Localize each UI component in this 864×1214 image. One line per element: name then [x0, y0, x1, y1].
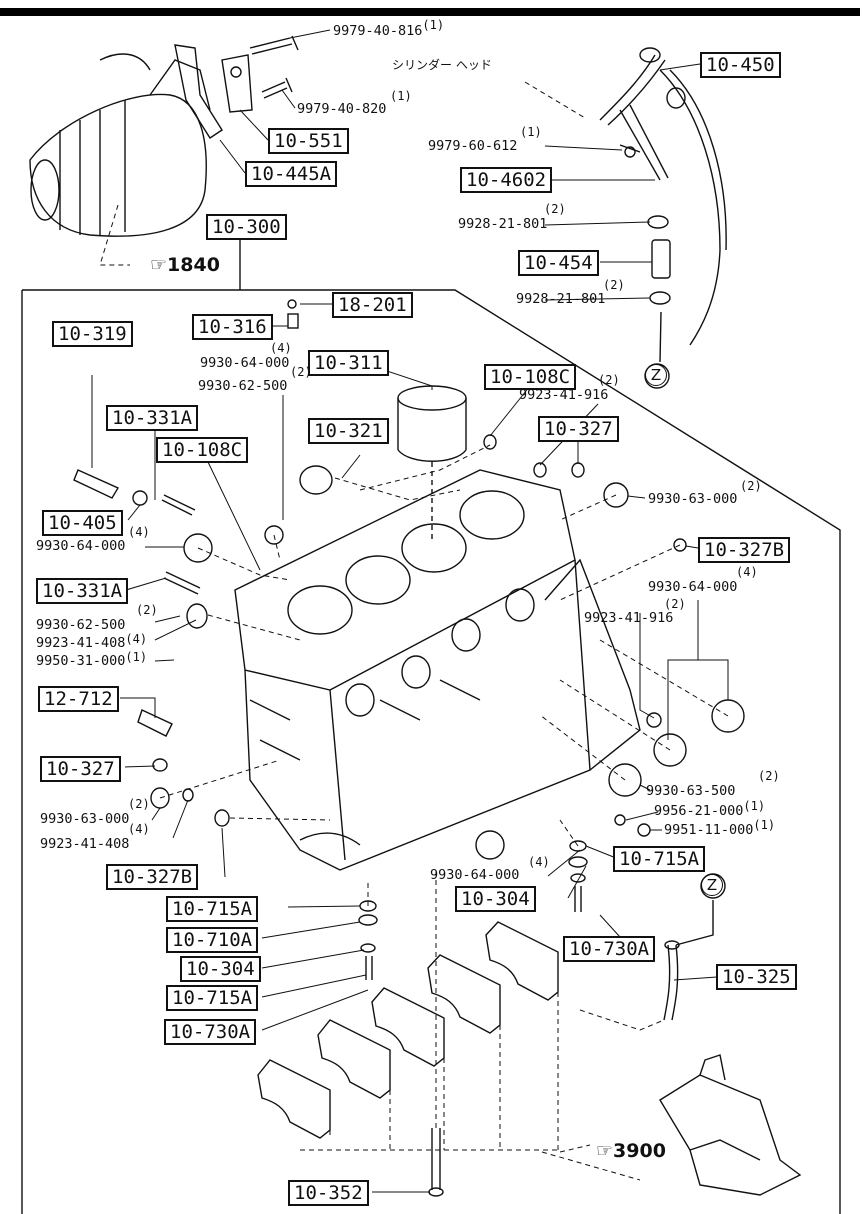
part-number[interactable]: 9950-31-000(1) [36, 650, 148, 669]
part-qty: (2) [128, 797, 150, 811]
part-label-10-715a-a[interactable]: 10-715A [613, 846, 706, 872]
part-label-10-450[interactable]: 10-450 [700, 52, 781, 78]
part-qty: (1) [520, 125, 542, 139]
part-qty: (1) [390, 89, 412, 103]
part-number[interactable]: 9979-40-816(1) [333, 18, 445, 39]
part-qty: (4) [128, 822, 150, 836]
part-number[interactable]: 9923-41-916 [519, 387, 609, 403]
part-label-10-319[interactable]: 10-319 [52, 321, 133, 347]
part-label-10-321[interactable]: 10-321 [308, 418, 389, 444]
pointing-hand-icon: ☞ [596, 1140, 614, 1162]
part-label-10-715a-b[interactable]: 10-715A [166, 896, 259, 922]
part-number[interactable]: 9923-41-408(4) [36, 632, 148, 651]
part-number[interactable]: 9979-60-612 [428, 138, 518, 154]
part-number[interactable]: 9930-63-500 [646, 783, 736, 799]
part-qty: (2) [598, 373, 620, 387]
pointing-hand-icon: ☞ [150, 254, 168, 276]
part-qty: (2) [290, 365, 312, 379]
part-label-10-311[interactable]: 10-311 [308, 350, 389, 376]
part-number[interactable]: 9930-62-500 [36, 617, 126, 633]
part-qty: (2) [740, 479, 762, 493]
part-label-10-327b-b[interactable]: 10-327B [106, 864, 199, 890]
part-number[interactable]: 9930-64-000 [430, 867, 520, 883]
part-qty: (4) [128, 525, 150, 539]
part-label-10-327b-a[interactable]: 10-327B [698, 537, 791, 563]
part-label-10-715a-c[interactable]: 10-715A [166, 985, 259, 1011]
part-number[interactable]: 9930-64-000 [648, 579, 738, 595]
part-qty: (2) [136, 603, 158, 617]
part-label-10-352[interactable]: 10-352 [288, 1180, 369, 1206]
part-label-10-730a-a[interactable]: 10-730A [164, 1019, 257, 1045]
part-number[interactable]: 9956-21-000(1) [654, 799, 766, 819]
part-label-10-454[interactable]: 10-454 [518, 250, 599, 276]
part-label-10-304-a[interactable]: 10-304 [455, 886, 536, 912]
part-label-12-712[interactable]: 12-712 [38, 686, 119, 712]
part-qty: (2) [603, 278, 625, 292]
part-label-10-710a[interactable]: 10-710A [166, 927, 259, 953]
part-label-10-108c-a[interactable]: 10-108C [484, 364, 577, 390]
ref-1840[interactable]: ☞1840 [150, 254, 220, 276]
part-qty: (2) [664, 597, 686, 611]
part-label-10-551[interactable]: 10-551 [268, 128, 349, 154]
cylinder-head-note: シリンダー ヘッド [392, 58, 492, 72]
part-qty: (4) [528, 855, 550, 869]
part-label-10-300[interactable]: 10-300 [206, 214, 287, 240]
part-number[interactable]: 9979-40-820 [297, 101, 387, 117]
top-border-bar [0, 8, 860, 16]
part-label-10-327-b[interactable]: 10-327 [40, 756, 121, 782]
part-label-10-405[interactable]: 10-405 [42, 510, 123, 536]
part-label-10-4602[interactable]: 10-4602 [460, 167, 553, 193]
part-number[interactable]: 9930-63-000 [40, 811, 130, 827]
part-number[interactable]: 9930-64-000 [36, 538, 126, 554]
part-number[interactable]: 9930-64-000 [200, 355, 290, 371]
ref-3900[interactable]: ☞3900 [596, 1140, 666, 1162]
part-number[interactable]: 9928-21-801 [458, 216, 548, 232]
part-qty: (2) [758, 769, 780, 783]
connection-marker-z-top: Z [645, 364, 667, 386]
part-label-10-445a[interactable]: 10-445A [245, 161, 338, 187]
part-qty: (2) [544, 202, 566, 216]
part-label-10-327-a[interactable]: 10-327 [538, 416, 619, 442]
part-qty: (4) [270, 341, 292, 355]
part-number[interactable]: 9923-41-916 [584, 610, 674, 626]
part-number[interactable]: 9951-11-000(1) [664, 818, 776, 838]
part-label-10-730a-b[interactable]: 10-730A [563, 936, 656, 962]
part-label-10-331a-a[interactable]: 10-331A [106, 405, 199, 431]
part-number[interactable]: 9930-63-000 [648, 491, 738, 507]
part-label-10-108c-b[interactable]: 10-108C [156, 437, 249, 463]
part-qty: (4) [736, 565, 758, 579]
part-number[interactable]: 9923-41-408 [40, 836, 130, 852]
part-label-10-331a-b[interactable]: 10-331A [36, 578, 129, 604]
part-label-10-316[interactable]: 10-316 [192, 314, 273, 340]
part-number[interactable]: 9928-21-801 [516, 291, 606, 307]
connection-marker-z-bottom: Z [701, 874, 723, 896]
part-label-10-325[interactable]: 10-325 [716, 964, 797, 990]
part-number[interactable]: 9930-62-500 [198, 378, 288, 394]
part-label-18-201[interactable]: 18-201 [332, 292, 413, 318]
part-label-10-304-b[interactable]: 10-304 [180, 956, 261, 982]
